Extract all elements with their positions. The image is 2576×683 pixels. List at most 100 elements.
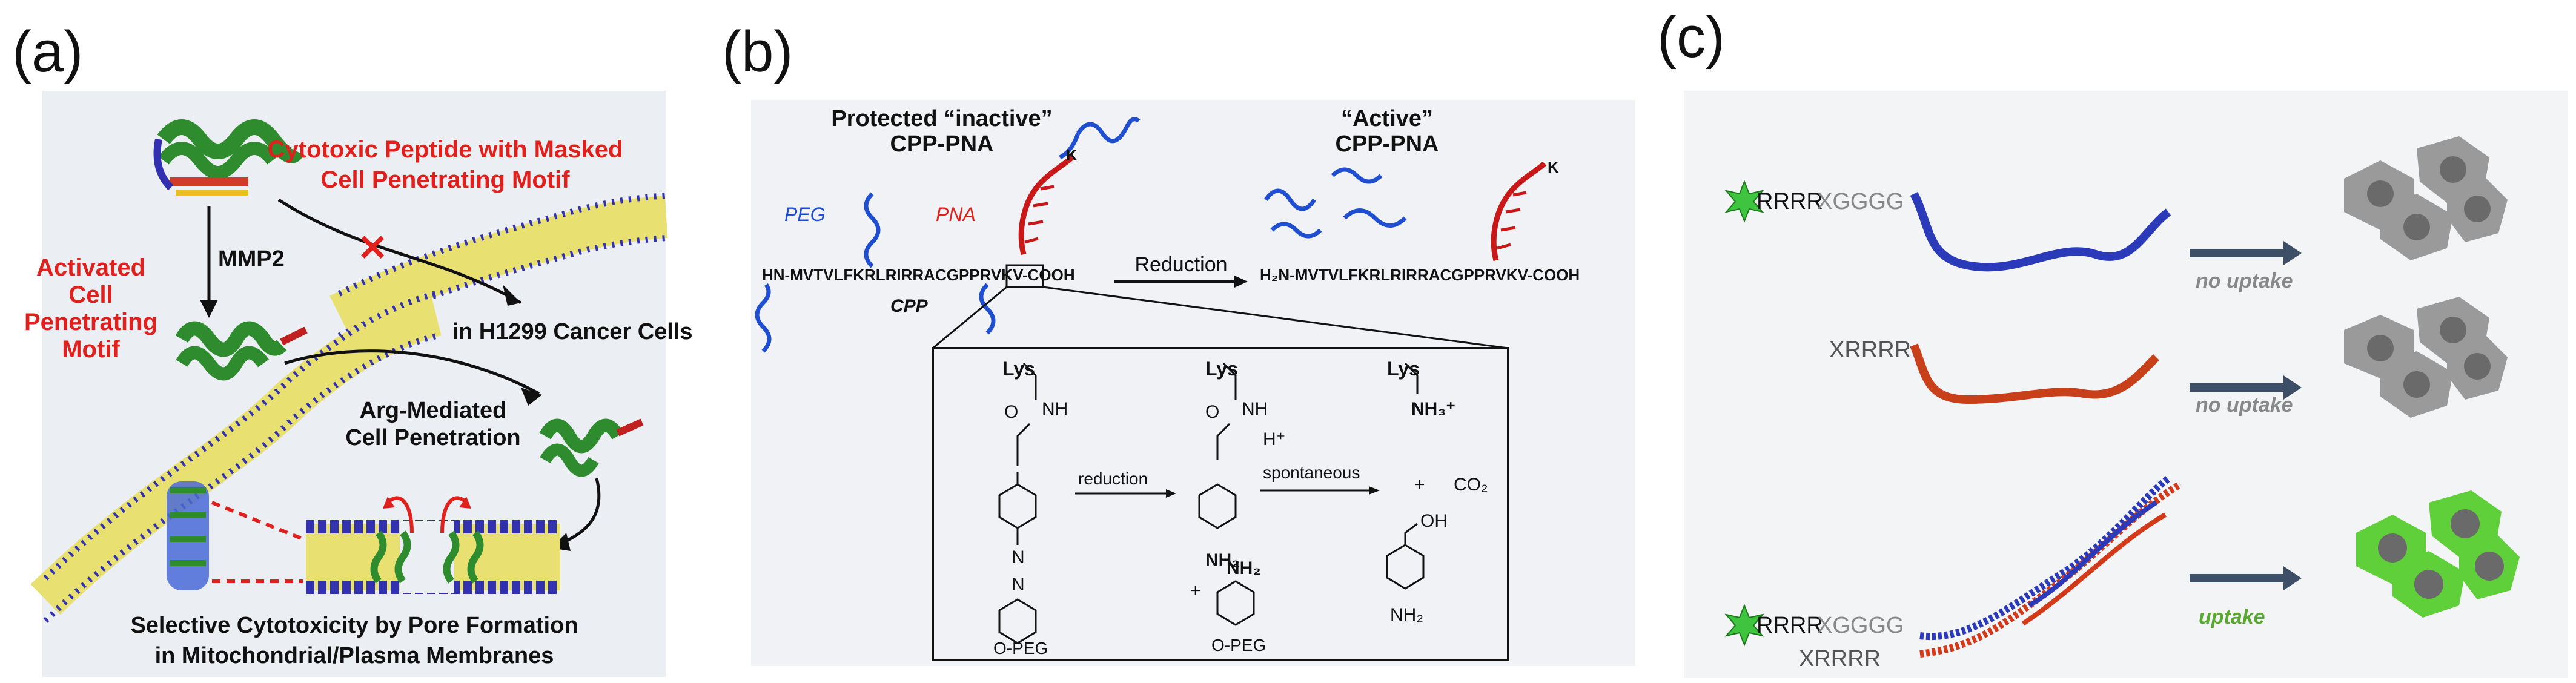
plus-label-1: + (1414, 475, 1425, 495)
row3-cells (2356, 490, 2520, 618)
spontaneous-label: spontaneous (1263, 463, 1360, 482)
row2-no-uptake: no uptake (2196, 394, 2293, 417)
k-label-right: K (1548, 158, 1559, 176)
nh-label-2: NH (1242, 399, 1268, 419)
opeg-label-1: O-PEG (993, 639, 1048, 658)
carbamate-bonds (1016, 423, 1231, 466)
co2-label: CO₂ (1454, 475, 1488, 495)
k-label-left: K (1066, 146, 1078, 164)
row3-uptake: uptake (2199, 605, 2265, 629)
mmp2-arrowhead (200, 300, 218, 318)
row3-label-b: XGGGG (1817, 613, 1904, 638)
row3-label-c: XRRRR (1799, 646, 1881, 671)
panel-b-letter: (b) (722, 19, 793, 84)
row1-cells (2344, 136, 2508, 260)
peg-strand-4 (979, 283, 996, 335)
protected-line1: Protected “inactive” (831, 106, 1052, 131)
lys-label-2: Lys (1205, 358, 1238, 380)
row3-duplex (1919, 475, 2182, 658)
row2-label: XRRRR (1829, 337, 1911, 363)
benzene-ring-1 (998, 472, 1037, 545)
panel-b-background (751, 100, 1635, 666)
arg-arrow (284, 349, 540, 395)
panel-a-letter: (a) (12, 19, 84, 84)
activated-line3: Penetrating (24, 309, 157, 335)
row1-arrowhead (2283, 241, 2302, 265)
activated-line4: Motif (62, 336, 120, 363)
fluor-star-1 (1724, 180, 1764, 223)
n-label-1: N (1012, 547, 1025, 567)
active-line2: CPP-PNA (1335, 131, 1439, 157)
reduction-arrowhead (1234, 276, 1248, 288)
benzene-ring-3 (1198, 483, 1237, 529)
selective-line1: Selective Cytotoxicity by Pore Formation (130, 613, 578, 638)
pore-bilayer (306, 496, 560, 594)
pna-label: PNA (936, 203, 976, 225)
in-cancer-cells-label: in H1299 Cancer Cells (452, 319, 692, 345)
oh-label: OH (1420, 511, 1448, 531)
mechanism-box (932, 347, 1509, 661)
nh2-label-b-visible: NH₂ (1227, 558, 1261, 578)
pna-strand (1018, 155, 1074, 256)
arg-arrowhead (521, 388, 542, 406)
plus-label-2-visible: + (1190, 581, 1201, 601)
row1-label-b: XGGGG (1817, 189, 1904, 214)
peg-strand-1 (864, 192, 881, 268)
blocked-arrowhead (503, 285, 521, 306)
peg-strand-2 (1059, 117, 1141, 160)
row1-strand (1910, 191, 2171, 272)
row2-arrowhead (2283, 375, 2302, 400)
row2-strand (1910, 343, 2159, 404)
peg-strand-3 (755, 283, 772, 353)
active-line1: “Active” (1341, 106, 1433, 131)
lys-label-3: Lys (1387, 358, 1420, 380)
zoom-box (1005, 264, 1044, 288)
protected-line2: CPP-PNA (890, 131, 993, 157)
blocked-x-mark: ✕ (357, 228, 388, 268)
activated-helix (175, 321, 308, 381)
row3-arrowhead (2283, 566, 2302, 590)
o-label-2: O (1205, 402, 1219, 422)
benzene-ring-4 (1216, 580, 1255, 626)
row1-no-uptake: no uptake (2196, 269, 2293, 292)
nh3plus-label: NH₃⁺ (1411, 399, 1455, 419)
nh2-label-c: NH₂ (1390, 605, 1423, 625)
panel-a-title-line2: Cell Penetrating Motif (320, 167, 570, 193)
n-label-2: N (1012, 575, 1025, 595)
hplus-label: H⁺ (1263, 429, 1286, 449)
arg-mediated-line2: Cell Penetration (345, 425, 520, 450)
nh2-label-a: NH₂ (1205, 550, 1240, 570)
nh-label-1: NH (1042, 399, 1068, 419)
fluor-star-3 (1724, 604, 1764, 647)
mmp2-label: MMP2 (218, 246, 285, 272)
row2-cells (2344, 297, 2508, 418)
masked-peptide-helix (153, 119, 304, 196)
cpp-label: CPP (890, 296, 929, 316)
arg-mediated-line1: Arg-Mediated (360, 398, 507, 423)
pna-strand-active (1491, 161, 1547, 262)
blocked-arrow (277, 198, 522, 305)
internalized-helix (539, 418, 644, 477)
lys-chains (1022, 362, 1419, 400)
reduction-label: Reduction (1134, 253, 1227, 276)
benzene-ring-2 (998, 598, 1037, 644)
pore-left (167, 481, 209, 590)
selective-line2: in Mitochondrial/Plasma Membranes (155, 643, 554, 668)
sequence-right: H₂N-MVTVLFKRLRIRRACGPPRVKV-COOH (1260, 266, 1580, 284)
panel-a-title-line1: Cytotoxic Peptide with Masked (268, 136, 623, 163)
row3-label-a: RRRR (1757, 613, 1823, 638)
opeg-label-2: O-PEG (1211, 636, 1266, 655)
membrane-main (30, 291, 442, 623)
row1-label-a: RRRR (1757, 189, 1823, 214)
activated-line1: Activated (36, 254, 145, 281)
membrane-top (329, 193, 668, 339)
reduction-small-label: reduction (1078, 469, 1148, 488)
o-label-1: O (1004, 402, 1018, 422)
peg-label: PEG (784, 203, 826, 225)
benzene-ring-5 (1386, 523, 1425, 590)
released-peg (1264, 167, 1407, 239)
sequence-left: HN-MVTVLFKRLRIRRACGPPRVKV-COOH (762, 266, 1075, 284)
